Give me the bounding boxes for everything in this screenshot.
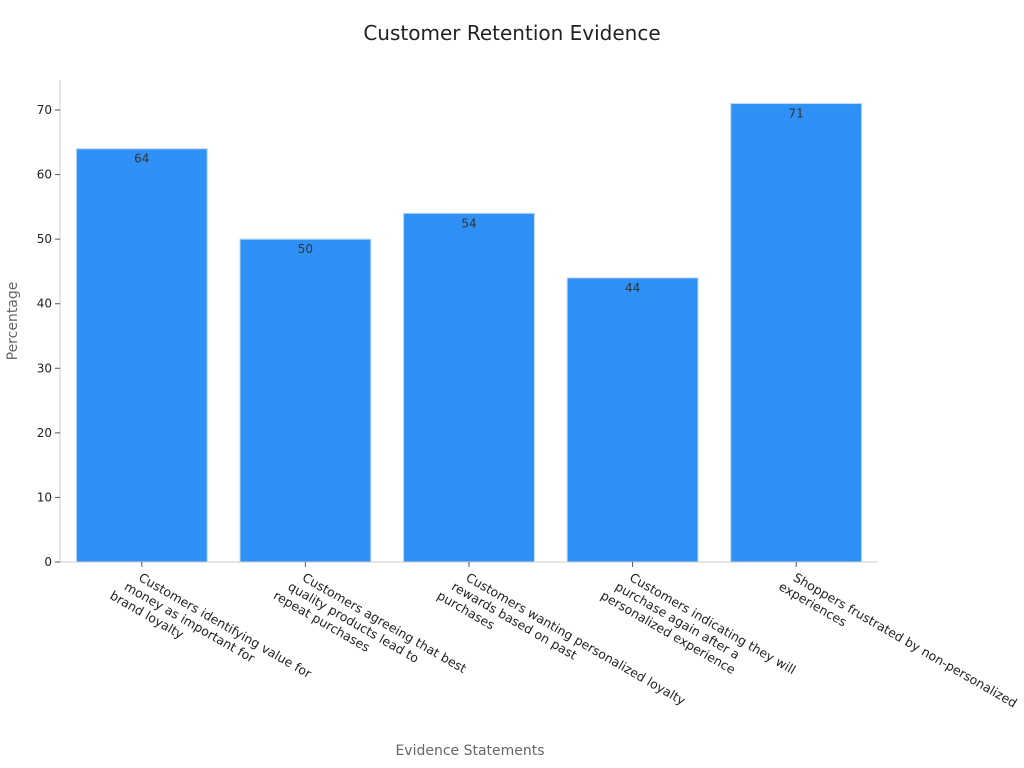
x-tick-label-group: Customers agreeing that bestquality prod… [271,562,469,702]
x-tick-label: Customers agreeing that bestquality prod… [271,562,469,702]
y-axis-title: Percentage [5,282,21,361]
y-tick-label: 10 [37,490,52,504]
data-labels-group: 64 50 54 44 71 [134,107,804,295]
data-label: 64 [134,152,149,166]
data-label: 50 [298,242,313,256]
x-axis-title: Evidence Statements [395,743,544,759]
y-axis: 0 10 20 30 40 50 60 70 [37,80,61,569]
x-tick-label: Customers identifying value formoney as … [107,562,315,708]
x-tick-label-line: money as important for [122,579,258,666]
bar [239,238,372,563]
x-tick-label-group: Customers identifying value formoney as … [107,562,315,708]
bars-group [75,103,863,563]
y-tick-label: 60 [37,168,52,182]
bar [566,277,699,563]
y-tick-label: 40 [37,297,52,311]
y-tick-label: 50 [37,232,52,246]
bar [730,103,863,563]
bar [75,148,208,563]
data-label: 54 [461,216,476,230]
data-label: 44 [625,281,640,295]
chart-title: Customer Retention Evidence [363,21,660,45]
y-tick-label: 20 [37,426,52,440]
y-tick-label: 70 [37,103,52,117]
bar [403,212,535,563]
x-tick-label-group: Customers indicating they willpurchase a… [598,562,798,704]
x-tick-label-line: quality products lead to [285,579,421,666]
x-tick-label-line: Shoppers frustrated by non-personalized [791,570,1020,711]
x-tick-label-group: Shoppers frustrated by non-personalizede… [776,566,1019,724]
y-tick-label: 30 [37,361,52,375]
x-tick-label: Customers indicating they willpurchase a… [598,562,798,704]
x-axis: Customers identifying value formoney as … [60,561,1020,724]
y-tick-label: 0 [44,555,52,569]
data-label: 71 [789,107,804,121]
x-tick-label: Shoppers frustrated by non-personalizede… [776,566,1019,724]
